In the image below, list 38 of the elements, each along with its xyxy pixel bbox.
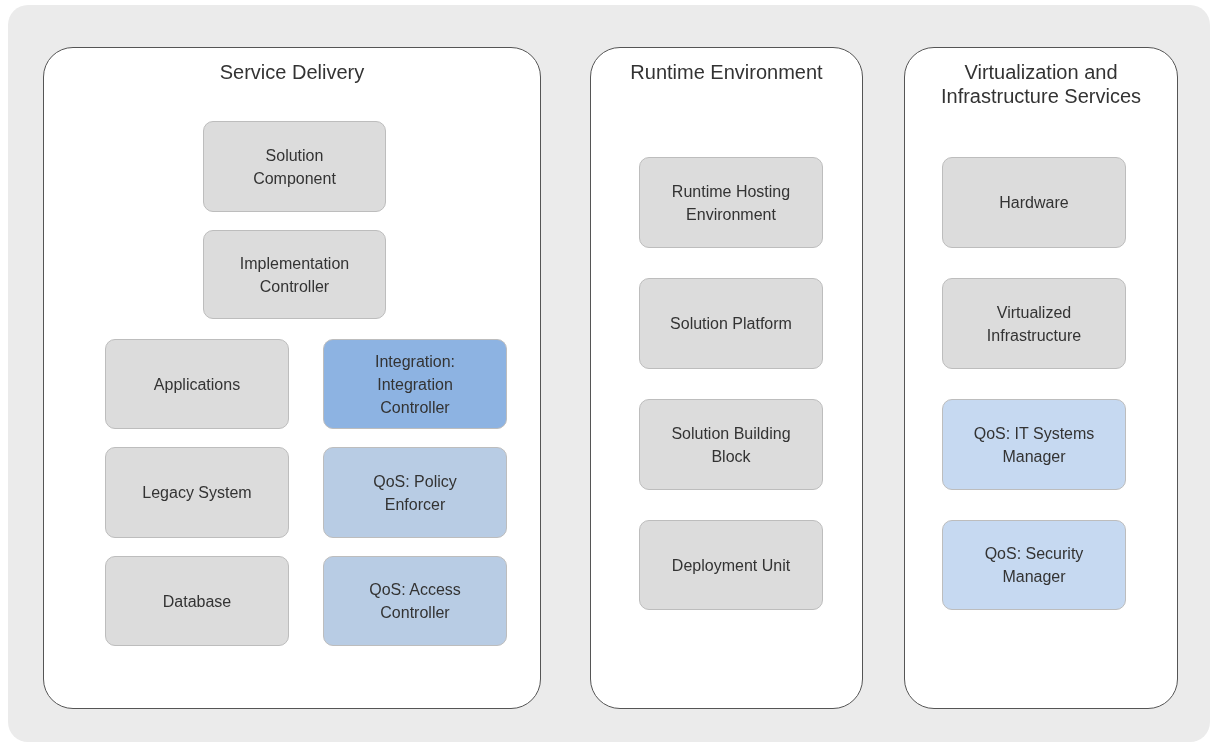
group-panel — [904, 47, 1178, 709]
panel-title: Runtime Environment — [629, 60, 824, 84]
box-label: Legacy System — [142, 483, 252, 503]
box-label: Applications — [153, 374, 241, 395]
box-label: Solution Building Block — [670, 423, 792, 467]
group-panel — [590, 47, 863, 709]
box-label: Solution Component — [252, 145, 337, 189]
component-box — [323, 339, 507, 429]
component-box — [105, 339, 289, 429]
box-label: Solution Platform — [670, 314, 792, 334]
component-box — [323, 556, 507, 646]
component-box — [942, 157, 1126, 248]
component-box — [942, 520, 1126, 610]
box-label: QoS: Security Manager — [983, 544, 1085, 587]
component-box — [639, 520, 823, 610]
box-label: Runtime Hosting Environment — [670, 181, 792, 225]
component-box — [942, 278, 1126, 369]
box-label: Database — [162, 591, 232, 612]
box-label: QoS: Access Controller — [368, 580, 462, 623]
box-label: Hardware — [999, 193, 1069, 213]
component-box — [639, 278, 823, 369]
component-box — [105, 556, 289, 646]
component-box — [323, 447, 507, 538]
box-label: Virtualized Infrastructure — [985, 302, 1083, 346]
box-label: Integration: Integration Controller — [373, 351, 457, 418]
box-label: QoS: IT Systems Manager — [972, 423, 1096, 467]
component-box — [942, 399, 1126, 490]
component-box — [639, 157, 823, 248]
group-panel — [43, 47, 541, 709]
component-box — [105, 447, 289, 538]
box-label: QoS: Policy Enforcer — [372, 471, 458, 515]
component-box — [203, 230, 386, 319]
component-box — [639, 399, 823, 490]
panel-title: Service Delivery — [218, 60, 366, 84]
box-label: Deployment Unit — [671, 555, 791, 576]
panel-title: Virtualization and Infrastructure Services — [939, 60, 1143, 108]
component-box — [203, 121, 386, 212]
box-label: Implementation Controller — [238, 253, 351, 297]
